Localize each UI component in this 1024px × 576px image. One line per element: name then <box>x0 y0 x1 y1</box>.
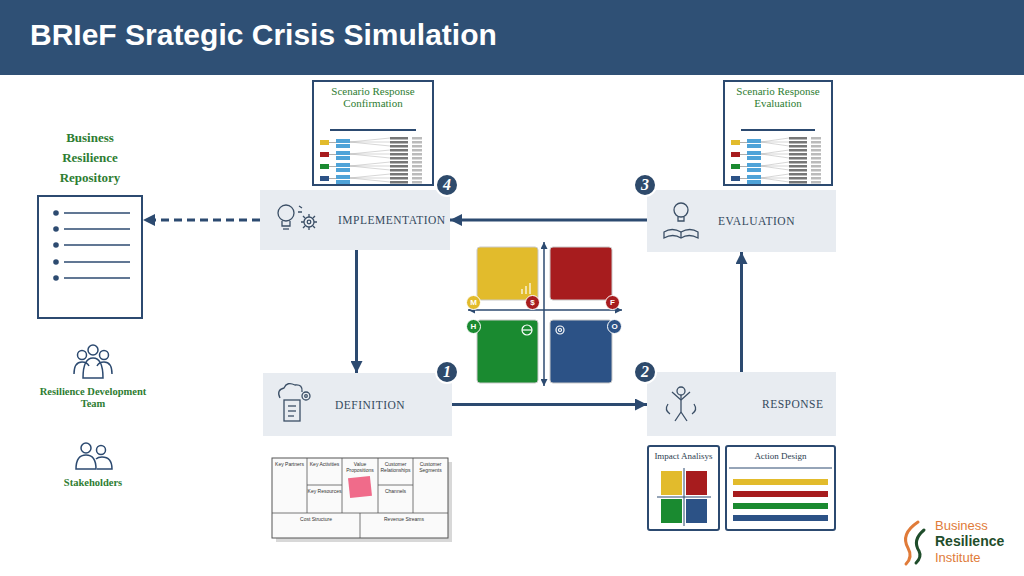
bullet-list <box>54 211 130 280</box>
canvas-label: Key Resources <box>307 488 342 494</box>
canvas-label: Customer Relationships <box>378 461 413 473</box>
canvas-label: Cost Structure <box>272 516 360 522</box>
canvas-label: Revenue Streams <box>360 516 448 522</box>
node-text: Action Design <box>727 451 834 462</box>
team-label: Resilience Development Team <box>38 386 148 410</box>
node-text: Scenario Response Confirmation <box>331 85 415 109</box>
action-bars <box>729 468 832 521</box>
flow-arrow <box>452 403 647 406</box>
dimension-badge: M <box>466 295 481 310</box>
node-text: Impact Analisys <box>649 451 718 462</box>
node-text: IMPLEMENTATION <box>338 214 446 226</box>
logo-text: Resilience <box>935 533 1004 549</box>
node-text: RESPONSE <box>762 398 824 410</box>
action-panel: Action Design <box>725 445 836 531</box>
dimension-badge: $ <box>525 295 540 310</box>
logo-text: Business <box>935 518 988 533</box>
callout-text: 4 <box>443 177 451 193</box>
evaluation-icon <box>664 203 698 238</box>
logo-text: Institute <box>935 550 981 565</box>
node-text: M <box>470 299 477 307</box>
stakeholders-icon <box>76 443 112 469</box>
canvas-label: Key Partners <box>272 461 307 467</box>
node-text: DEFINITION <box>335 399 405 411</box>
document-outline <box>37 195 143 319</box>
node-text: F <box>610 299 615 307</box>
callout-number: 4 <box>435 173 459 197</box>
node-text: H <box>471 323 477 331</box>
repository-document: Business Resilience Repository <box>37 128 143 319</box>
idea-gear-icon <box>278 205 317 230</box>
canvas-label: Channels <box>378 488 413 494</box>
page-title: BRIeF Srategic Crisis Simulation <box>30 18 497 52</box>
definition-icon <box>279 384 310 421</box>
callout-text: 3 <box>641 177 649 193</box>
analysis-panel: Impact Analisys <box>647 445 720 531</box>
node-text: $ <box>530 299 534 307</box>
mini-quadrant <box>657 468 711 526</box>
document-card: Scenario Response Evaluation <box>723 80 833 186</box>
dimension-badge: F <box>605 295 620 310</box>
mini-diagrams <box>320 130 821 184</box>
quadrant-matrix <box>468 242 622 386</box>
title-bar <box>0 0 1024 75</box>
process-box: RESPONSE <box>647 372 836 436</box>
canvas-label: Customer Segments <box>413 461 448 473</box>
callout-number: 1 <box>435 360 459 384</box>
flow-arrow <box>450 219 647 222</box>
canvas-label: Key Activities <box>307 461 342 467</box>
node-text: EVALUATION <box>718 215 795 227</box>
dimension-badge: H <box>466 319 481 334</box>
response-icon <box>666 387 695 421</box>
callout-text: 2 <box>641 364 649 380</box>
business-model-canvas <box>272 458 452 542</box>
document-card: Scenario Response Confirmation <box>312 80 434 186</box>
node-text: Scenario Response Evaluation <box>736 85 820 109</box>
callout-text: 1 <box>443 364 451 380</box>
team-icon <box>74 345 112 378</box>
canvas-label: Value Propositions <box>342 461 378 473</box>
callout-number: 3 <box>633 173 657 197</box>
callout-number: 2 <box>633 360 657 384</box>
stakeholder-label: Stakeholders <box>38 477 148 489</box>
process-box: EVALUATION <box>647 190 836 252</box>
flow-arrow <box>355 250 358 373</box>
dashed-arrow <box>143 219 260 222</box>
node-text: O <box>611 323 617 331</box>
process-box: DEFINITION <box>263 373 452 436</box>
flow-arrow <box>740 252 743 372</box>
node-text: Business Resilience Repository <box>37 128 143 188</box>
dimension-badge: O <box>607 319 622 334</box>
logo-mark <box>906 522 924 564</box>
